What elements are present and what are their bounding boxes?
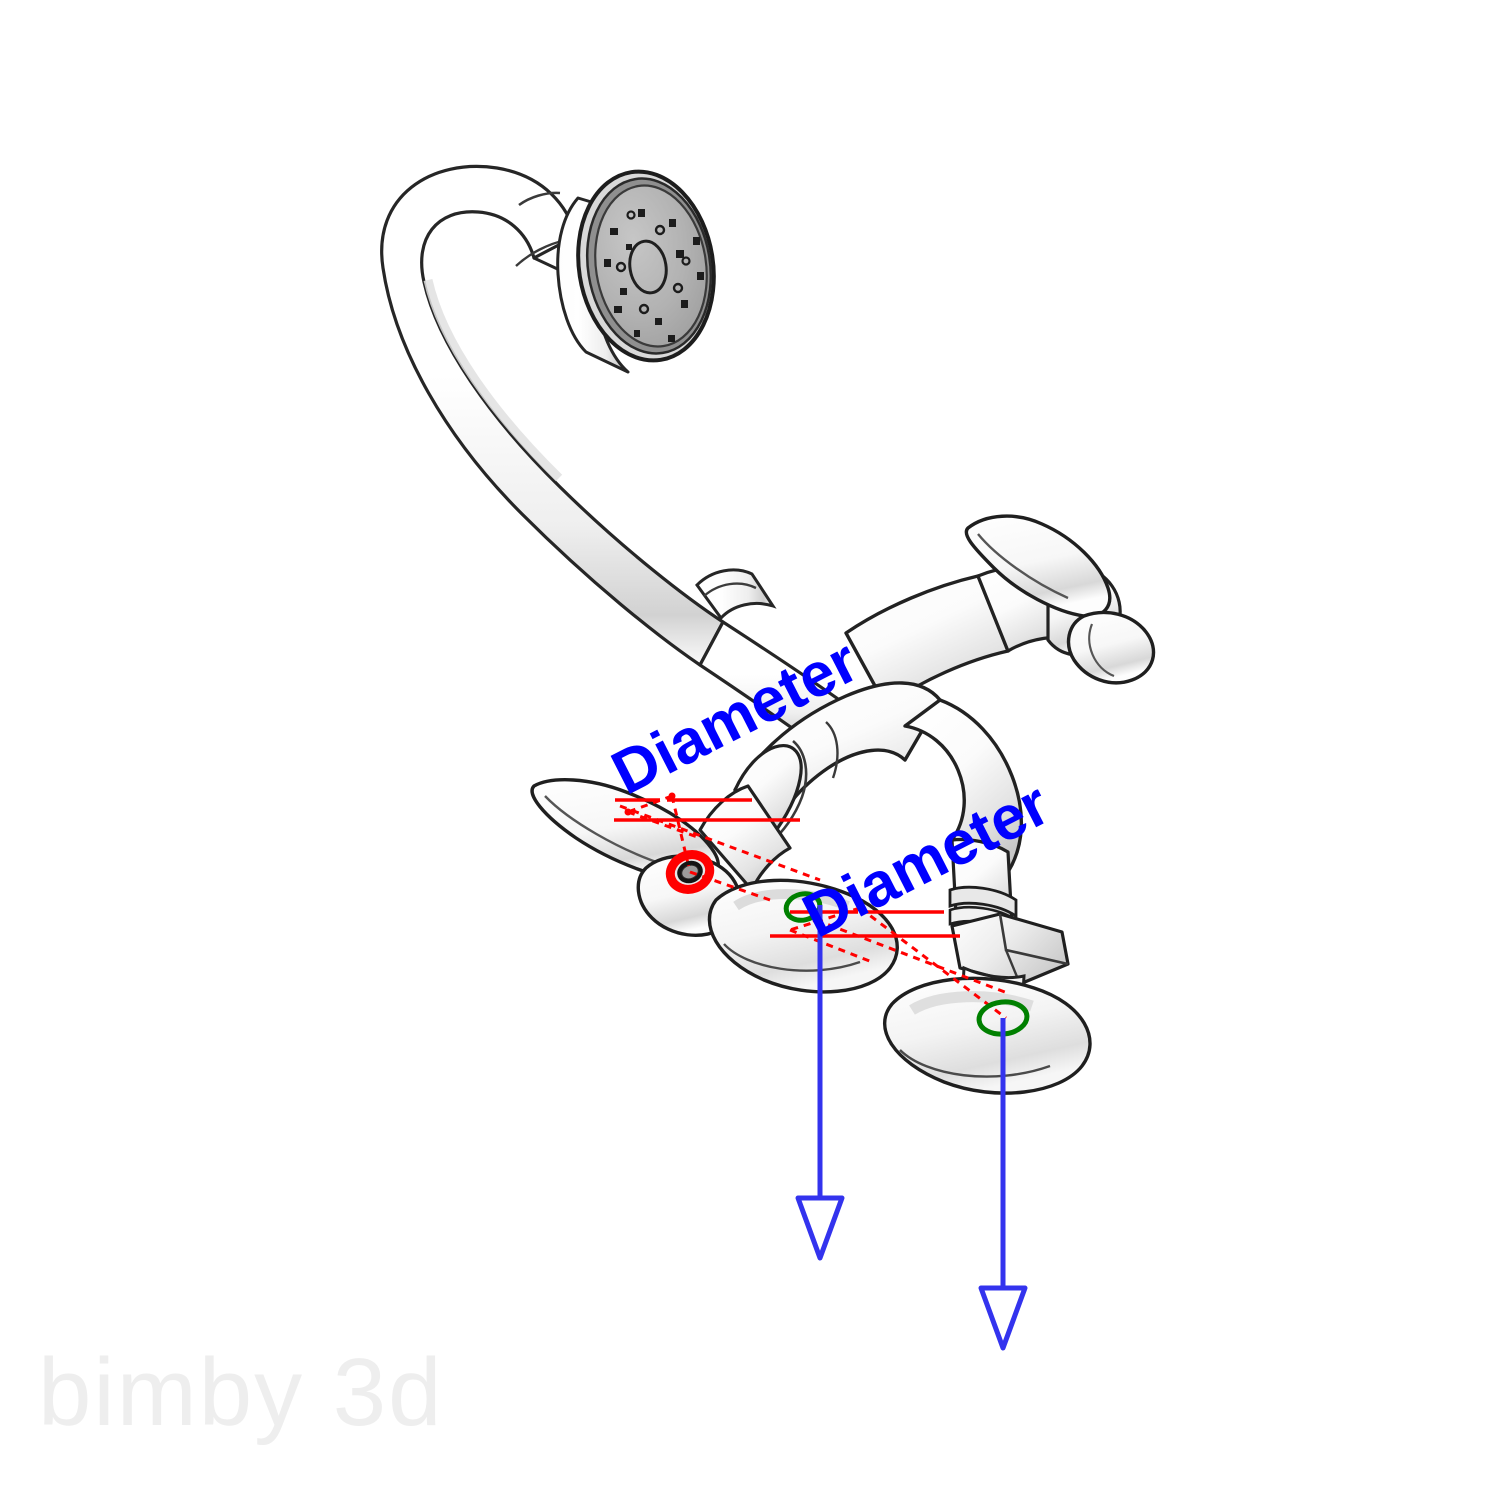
spray-nozzle-holes xyxy=(604,209,704,342)
right-base-flange[interactable] xyxy=(882,976,1092,1095)
shower-head-spray-face xyxy=(594,184,708,348)
watermark-bimby-3d: bimby 3d xyxy=(38,1339,444,1446)
right-valve-assembly[interactable] xyxy=(964,514,1156,685)
arrowhead-down-icon xyxy=(978,1285,1028,1351)
arrowhead-down-icon xyxy=(795,1195,845,1261)
direction-arrow-left xyxy=(795,905,845,1261)
shower-head[interactable] xyxy=(556,162,727,374)
dimension-leaders-lower xyxy=(770,904,1011,1020)
hex-nut-coupling[interactable] xyxy=(950,912,1070,986)
right-wing-handle[interactable] xyxy=(964,514,1156,685)
connector-marker-selected[interactable] xyxy=(665,849,715,895)
connector-marker-body[interactable] xyxy=(783,890,823,923)
faucet-body[interactable] xyxy=(698,574,1024,892)
spray-center-ring xyxy=(628,239,668,295)
direction-arrow-right xyxy=(978,1018,1028,1351)
